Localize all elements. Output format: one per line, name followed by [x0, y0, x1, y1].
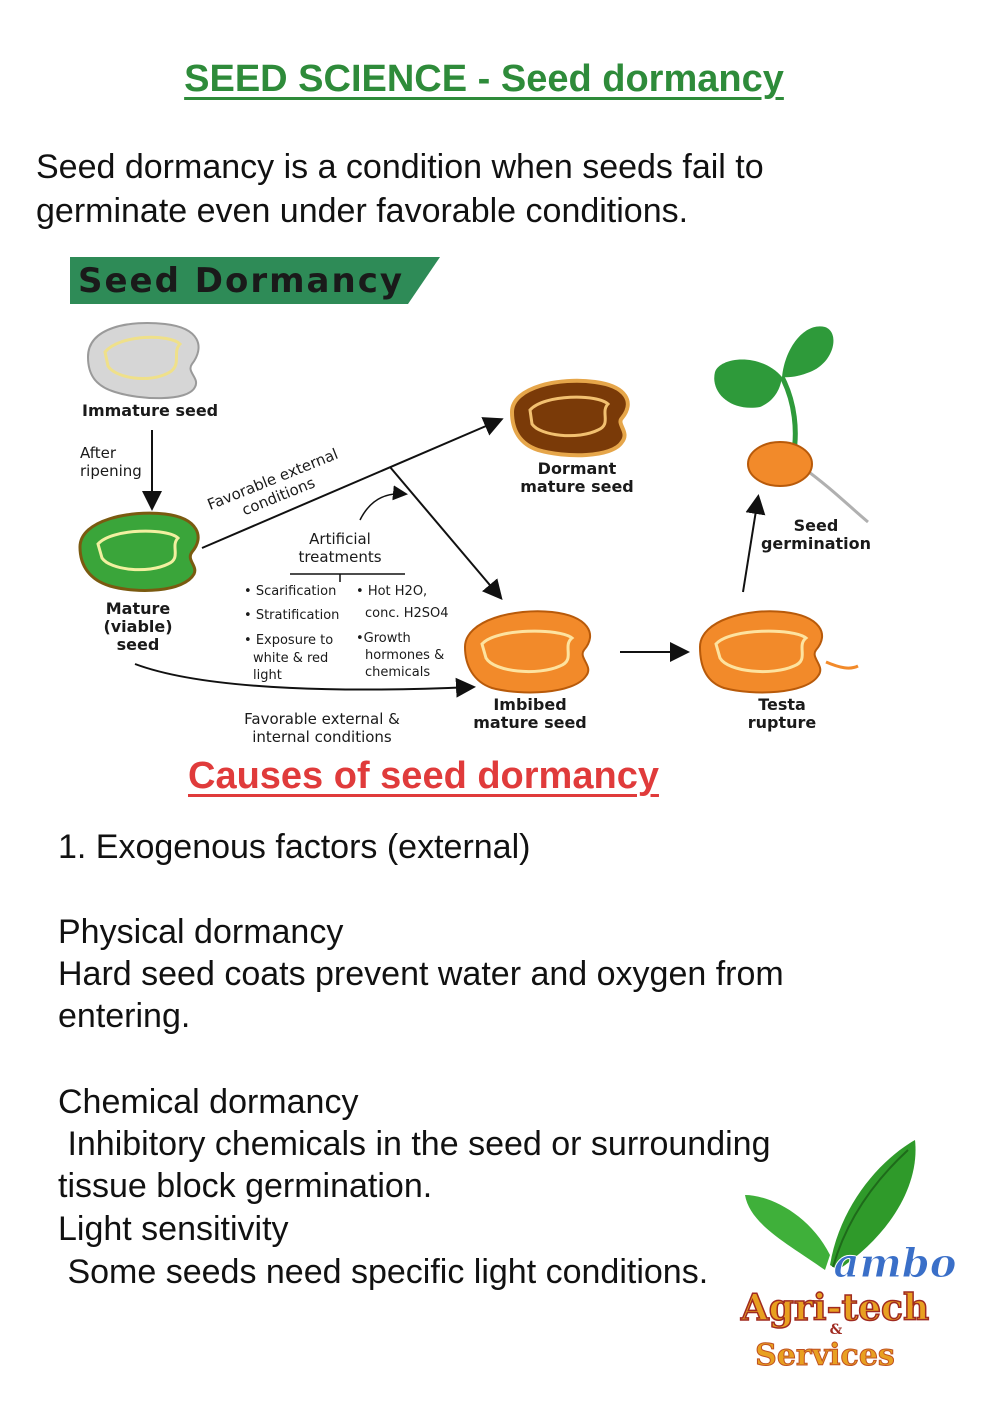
treatment-growth-1: Growth	[364, 631, 411, 646]
mature-seed-icon	[78, 511, 200, 592]
treatment-exposure-2: white & red	[253, 651, 328, 666]
intro-paragraph: Seed dormancy is a condition when seeds …	[36, 145, 936, 233]
chemical-text-1: Inhibitory chemicals in the seed or surr…	[58, 1125, 771, 1163]
dormant-seed-icon	[509, 378, 630, 458]
treatment-hot-water: Hot H2O,	[368, 584, 427, 599]
logo-agritech: Agri-tech	[740, 1287, 929, 1329]
intro-line-2: germinate even under favorable condition…	[36, 192, 689, 230]
dormant-label-2: mature seed	[520, 477, 634, 496]
diagram-banner: Seed Dormancy	[70, 257, 440, 304]
exogenous-heading: 1. Exogenous factors (external)	[58, 828, 531, 866]
svg-text:• Stratification: • Stratification	[244, 608, 339, 623]
testa-label-1: Testa	[758, 695, 806, 714]
treatment-scarification: Scarification	[256, 584, 337, 599]
germination-label-1: Seed	[794, 516, 839, 535]
treatment-exposure-1: Exposure to	[256, 633, 333, 648]
logo-services: Services	[755, 1338, 895, 1373]
physical-heading: Physical dormancy	[58, 913, 344, 951]
treatments-list: • Scarification • Stratification • Expos…	[244, 584, 449, 683]
treatment-acid: conc. H2SO4	[365, 606, 449, 621]
mature-label-3: seed	[117, 635, 160, 654]
artificial-label-1: Artificial	[309, 530, 371, 548]
svg-text:•Growth: •Growth	[356, 631, 411, 646]
intro-line-1: Seed dormancy is a condition when seeds …	[36, 148, 764, 186]
ambo-agritech-logo: ambo Agri-tech & Services	[739, 1140, 957, 1374]
favorable-both-label-2: internal conditions	[252, 728, 392, 746]
after-label-1: After	[80, 444, 117, 462]
germination-label-2: germination	[761, 534, 871, 553]
seedling-icon	[714, 326, 869, 524]
immature-seed-label: Immature seed	[82, 401, 218, 420]
svg-text:• Hot H2O,: • Hot H2O,	[356, 584, 427, 599]
seed-dormancy-diagram: Seed Dormancy Immature seed After ripeni…	[70, 257, 871, 746]
svg-text:• Scarification: • Scarification	[244, 584, 336, 599]
treatment-growth-3: chemicals	[365, 665, 430, 680]
light-heading: Light sensitivity	[58, 1210, 289, 1248]
treatment-growth-2: hormones &	[365, 648, 444, 663]
imbibed-label-1: Imbibed	[493, 695, 566, 714]
treatment-stratification: Stratification	[256, 608, 340, 623]
testa-rupture-icon	[698, 610, 859, 694]
svg-text:• Exposure to: • Exposure to	[244, 633, 333, 648]
logo-ambo: ambo	[834, 1240, 957, 1287]
immature-seed-icon	[86, 321, 200, 400]
chemical-heading: Chemical dormancy	[58, 1083, 359, 1121]
physical-text-2: entering.	[58, 997, 191, 1035]
artificial-label-2: treatments	[298, 548, 381, 566]
dormant-label-1: Dormant	[538, 459, 617, 478]
banner-text: Seed Dormancy	[78, 261, 404, 301]
mature-label-2: (viable)	[103, 617, 172, 636]
after-label-2: ripening	[80, 462, 142, 480]
chemical-text-2: tissue block germination.	[58, 1167, 433, 1205]
light-text: Some seeds need specific light condition…	[58, 1253, 709, 1291]
physical-text-1: Hard seed coats prevent water and oxygen…	[58, 955, 784, 993]
mature-label-1: Mature	[106, 599, 171, 618]
imbibed-label-2: mature seed	[473, 713, 587, 732]
causes-heading: Causes of seed dormancy	[188, 755, 659, 797]
page-title: SEED SCIENCE - Seed dormancy	[184, 58, 784, 100]
imbibed-seed-icon	[463, 610, 591, 694]
treatment-exposure-3: light	[253, 668, 282, 683]
testa-label-2: rupture	[748, 713, 817, 732]
logo-ampersand: &	[830, 1322, 843, 1338]
favorable-both-label-1: Favorable external &	[244, 710, 400, 728]
